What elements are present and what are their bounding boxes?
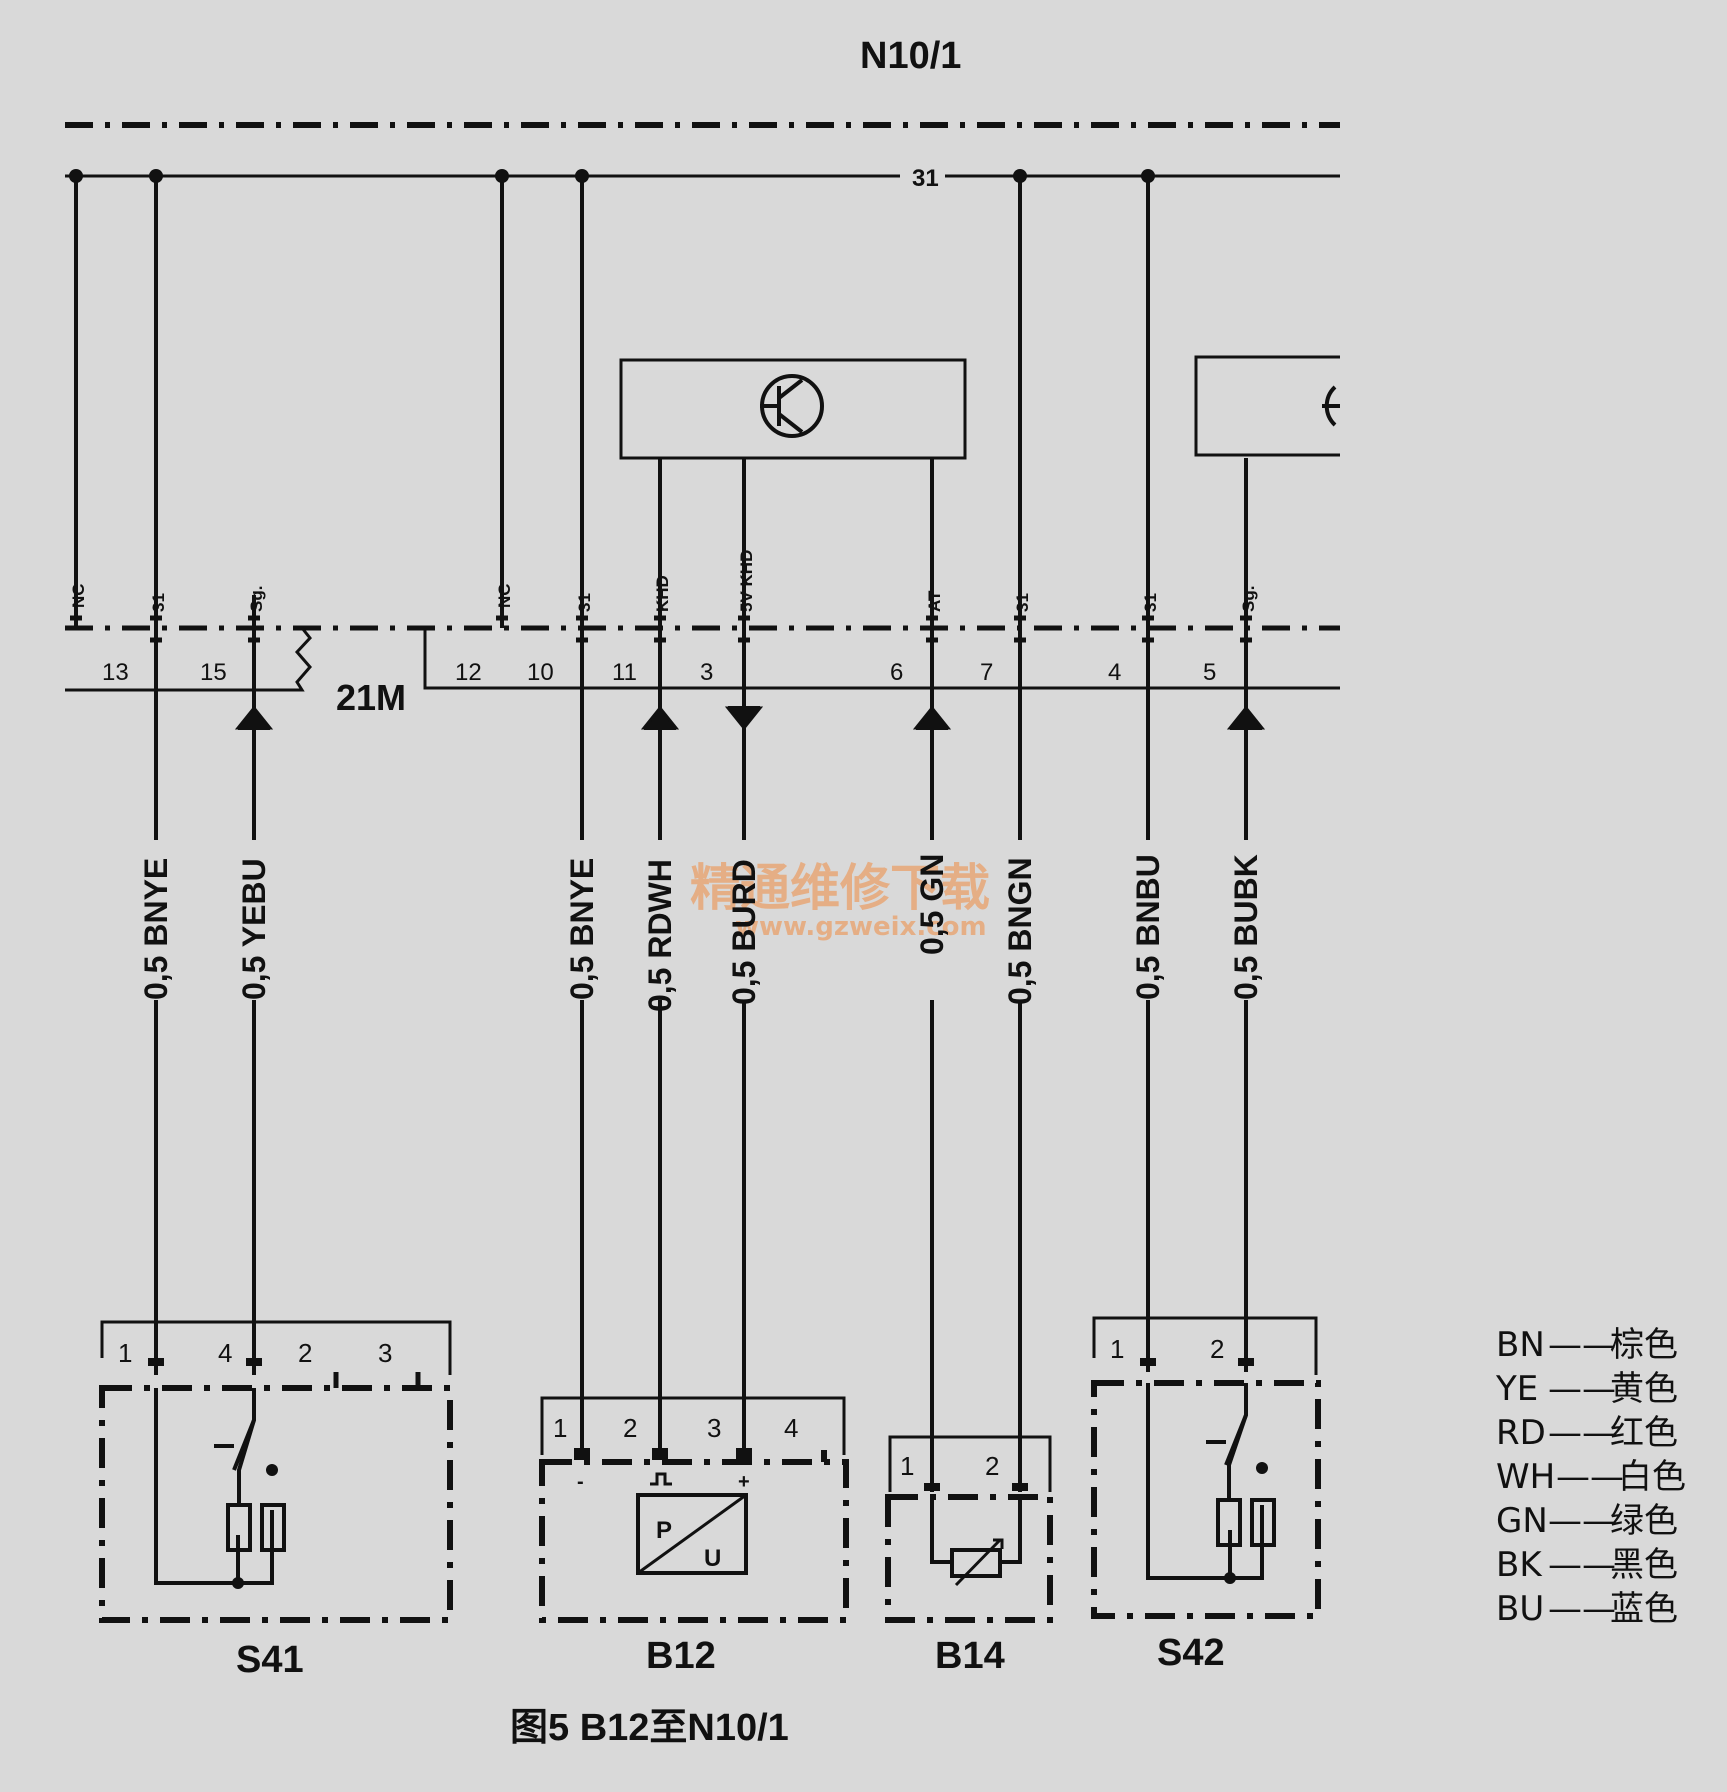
ecu-title: N10/1 [860,35,961,77]
legend-code: WH [1496,1457,1555,1497]
pin-number: 7 [980,659,993,686]
legend-color: 黄色 [1610,1369,1678,1409]
pin-number: 10 [527,659,554,686]
b12-symbol-u: U [704,1545,721,1572]
ecu-transistor-block [619,358,967,460]
b14-pin: 1 [900,1451,914,1481]
pin-function: 31 [575,593,594,612]
color-legend: BN —— 棕色 YE —— 黄色 RD —— 红色 WH —— 白色 GN —… [1495,1325,1686,1629]
pin-function: KHD [653,575,672,612]
pin-number: 12 [455,659,482,686]
signal-arrows [234,705,1266,731]
wire-labels: 0,5 BNYE 0,5 YEBU 0,5 BNYE 0,5 RDWH 0,5 … [138,854,1264,1012]
legend-code: GN [1496,1501,1548,1541]
wire-label: 0,5 BURD [726,859,762,1005]
pin-function: NC [69,583,88,608]
b12-pulse-icon [650,1472,672,1486]
b12-polarity-plus: + [738,1471,750,1493]
s42-pin: 2 [1210,1334,1224,1364]
s41-pin: 1 [118,1338,132,1368]
watermark-text: 精通维修下载 [690,859,990,917]
pin-number: 15 [200,659,227,686]
legend-sep: —— [1548,1413,1616,1453]
pin-number: 4 [1108,659,1121,686]
wire-label: 0,5 BNYE [138,858,174,1000]
pin-function: Sg. [247,586,266,612]
pin-function: 5V KHD [737,550,756,612]
pin-function: AT [925,590,944,612]
ground-bus-label: 31 [912,165,939,192]
pin-number: 6 [890,659,903,686]
b12-pin: 3 [707,1413,721,1443]
wire-label: 0,5 BNBU [1130,854,1166,1000]
legend-color: 黑色 [1610,1545,1678,1585]
legend-code: YE [1495,1369,1538,1409]
legend-sep: —— [1548,1369,1616,1409]
transistor-icon [760,374,1340,438]
b14-pin: 2 [985,1451,999,1481]
b14-name: B14 [935,1635,1005,1677]
b12-pin: 4 [784,1413,798,1443]
wire-label: 0,5 BNGN [1002,857,1038,1005]
b12-pin: 2 [623,1413,637,1443]
pin-number: 11 [612,659,637,686]
figure-caption: 图5 B12至N10/1 [510,1707,789,1749]
pin-function: NC [495,583,514,608]
legend-code: BU [1496,1589,1544,1629]
component-pin-contacts [148,1358,1254,1491]
pin-function: 31 [1141,593,1160,612]
b14-component [885,1435,1053,1623]
connector-label: 21M [336,677,406,718]
legend-color: 蓝色 [1610,1589,1678,1629]
pin-function-labels: NC 31 Sg. NC 31 KHD 5V KHD AT 31 31 Sg. [69,550,1258,612]
pin-number: 3 [700,659,713,686]
pin-function: 31 [1013,593,1032,612]
pin-function: Sg. [1239,586,1258,612]
legend-sep: —— [1556,1457,1624,1497]
ecu-block-right [1194,355,1340,457]
legend-color: 绿色 [1610,1501,1678,1541]
legend-code: BK [1496,1545,1543,1585]
b12-symbol-p: P [656,1517,672,1544]
component-pin-numbers: 1 4 2 3 1 2 3 4 1 2 1 2 [118,1334,1224,1481]
legend-sep: —— [1548,1501,1616,1541]
pin-number: 5 [1203,659,1216,686]
bus-junctions [69,169,1268,1589]
legend-sep: —— [1548,1325,1616,1365]
s41-name: S41 [236,1639,304,1681]
b12-polarity-minus: - [577,1471,584,1493]
ecu-pin-contacts [70,615,1252,643]
b12-pin: 1 [553,1413,567,1443]
legend-code: BN [1496,1325,1545,1365]
legend-code: RD [1496,1413,1546,1453]
s42-name: S42 [1157,1632,1225,1674]
component-names: S41 B12 B14 S42 [236,1632,1225,1681]
legend-sep: —— [1548,1589,1616,1629]
s42-pin: 1 [1110,1334,1124,1364]
pin-number: 13 [102,659,129,686]
pin-number-labels: 13 15 12 10 11 3 6 7 4 5 [102,659,1216,686]
wire-label: 0,5 GN [914,854,950,955]
b12-name: B12 [646,1635,716,1677]
s41-pin: 3 [378,1338,392,1368]
s41-pin: 2 [298,1338,312,1368]
legend-color: 白色 [1618,1457,1686,1497]
legend-color: 棕色 [1610,1325,1678,1365]
wire-label: 0,5 BNYE [564,858,600,1000]
b12-component [539,1396,849,1623]
legend-sep: —— [1548,1545,1616,1585]
wire-label: 0,5 RDWH [642,859,678,1012]
watermark-url: www.gzweix.com [735,912,987,942]
connector-21m-housing [65,627,1340,692]
wire-label: 0,5 BUBK [1228,854,1264,1000]
s41-pin: 4 [218,1338,232,1368]
pin-function: 31 [149,593,168,612]
legend-color: 红色 [1610,1413,1678,1453]
wire-label: 0,5 YEBU [236,858,272,1000]
